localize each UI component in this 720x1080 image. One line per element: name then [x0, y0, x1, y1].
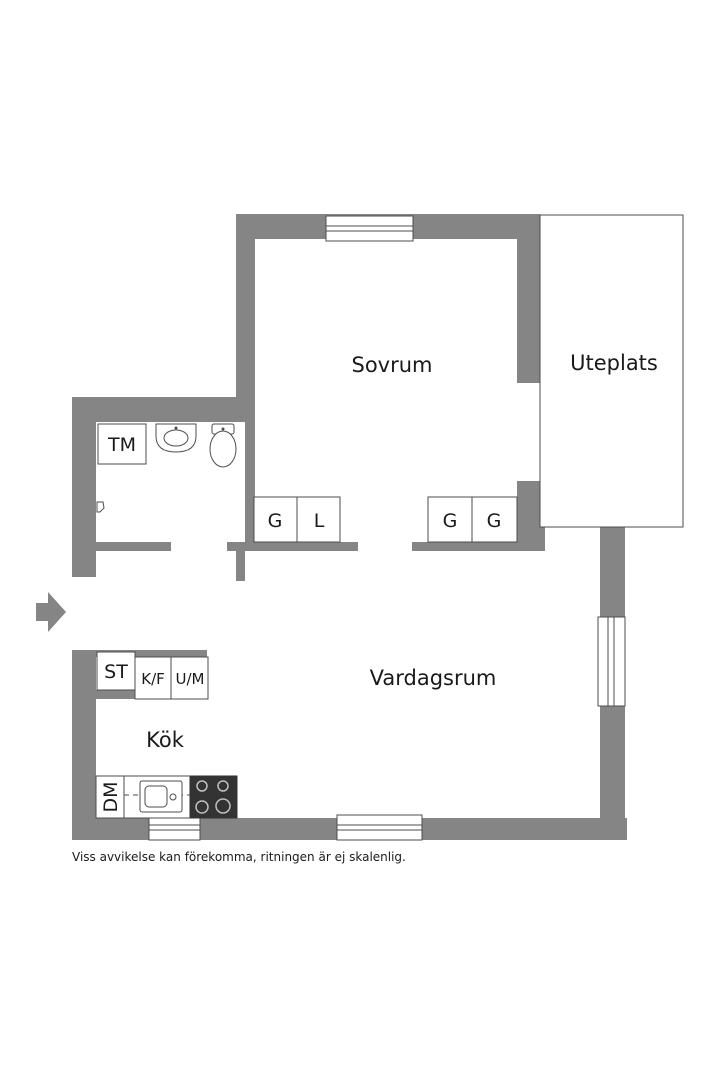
kitchen-tap	[169, 793, 177, 801]
kitchen-fixtures: ST K/F U/M DM	[95, 651, 238, 819]
window-bedroom	[325, 215, 414, 242]
stove-burner	[196, 780, 208, 792]
window-living-bottom	[336, 814, 423, 841]
wall-bedroom-bottom-right	[412, 542, 545, 551]
window-living-right	[597, 616, 626, 707]
shower-icon	[96, 501, 105, 513]
toilet-button	[221, 427, 225, 431]
wall-bedroom-right-upper	[517, 214, 540, 383]
wardrobe-l-label: L	[314, 510, 325, 532]
wall-kitchen-top	[96, 650, 207, 657]
windows	[148, 215, 626, 841]
tm-label: TM	[107, 434, 136, 456]
wall-bathroom-bottom-left	[96, 542, 171, 551]
room-label-uteplats: Uteplats	[570, 351, 658, 375]
walls	[72, 214, 627, 840]
stove-burner	[217, 780, 229, 792]
washing-machine-box	[97, 423, 147, 465]
room-label-vardagsrum: Vardagsrum	[370, 666, 497, 690]
fridge-freezer-box	[134, 656, 172, 700]
stove-burner	[215, 798, 231, 814]
bathroom-fixtures: TM	[96, 423, 237, 513]
wardrobe-g2	[427, 496, 473, 543]
kf-label: K/F	[141, 670, 165, 688]
stove-burner	[195, 800, 209, 814]
patio-outline	[539, 214, 684, 528]
wall-right-lower	[600, 706, 625, 840]
oven-microwave-box	[170, 656, 209, 700]
wardrobes: G L G G	[253, 496, 518, 543]
interior-walls	[96, 422, 545, 699]
room-label-sovrum: Sovrum	[351, 353, 432, 377]
wall-bathroom-right	[245, 422, 255, 551]
um-label: U/M	[176, 670, 205, 688]
room-label-kok: Kök	[146, 728, 185, 752]
wardrobe-g3-label: G	[487, 510, 502, 532]
kitchen-sink-basin	[144, 785, 168, 808]
wall-right-upper	[600, 527, 625, 617]
wall-stub	[236, 542, 245, 581]
wall-bathroom-top	[72, 397, 255, 422]
wardrobe-g1	[253, 496, 298, 543]
wardrobe-g3	[471, 496, 518, 543]
window-kitchen	[148, 814, 201, 841]
wall-kitchen-shelf	[96, 690, 135, 699]
sink-basin	[163, 429, 189, 447]
wardrobe-g2-label: G	[443, 510, 458, 532]
st-label: ST	[104, 661, 128, 683]
entrance-arrow-icon	[36, 592, 66, 632]
stove-icon	[189, 775, 238, 819]
wall-bedroom-left	[236, 214, 255, 422]
storage-box	[96, 651, 136, 691]
wardrobe-g1-label: G	[268, 510, 283, 532]
wall-left-lower	[72, 650, 96, 840]
wardrobe-l	[296, 496, 341, 543]
wall-left-upper	[72, 397, 96, 577]
sink-tap	[174, 426, 178, 430]
dm-label: DM	[100, 781, 122, 812]
disclaimer-text: Viss avvikelse kan förekomma, ritningen …	[72, 850, 406, 864]
wall-bathroom-bottom-right	[227, 542, 358, 551]
toilet-icon	[209, 430, 237, 468]
